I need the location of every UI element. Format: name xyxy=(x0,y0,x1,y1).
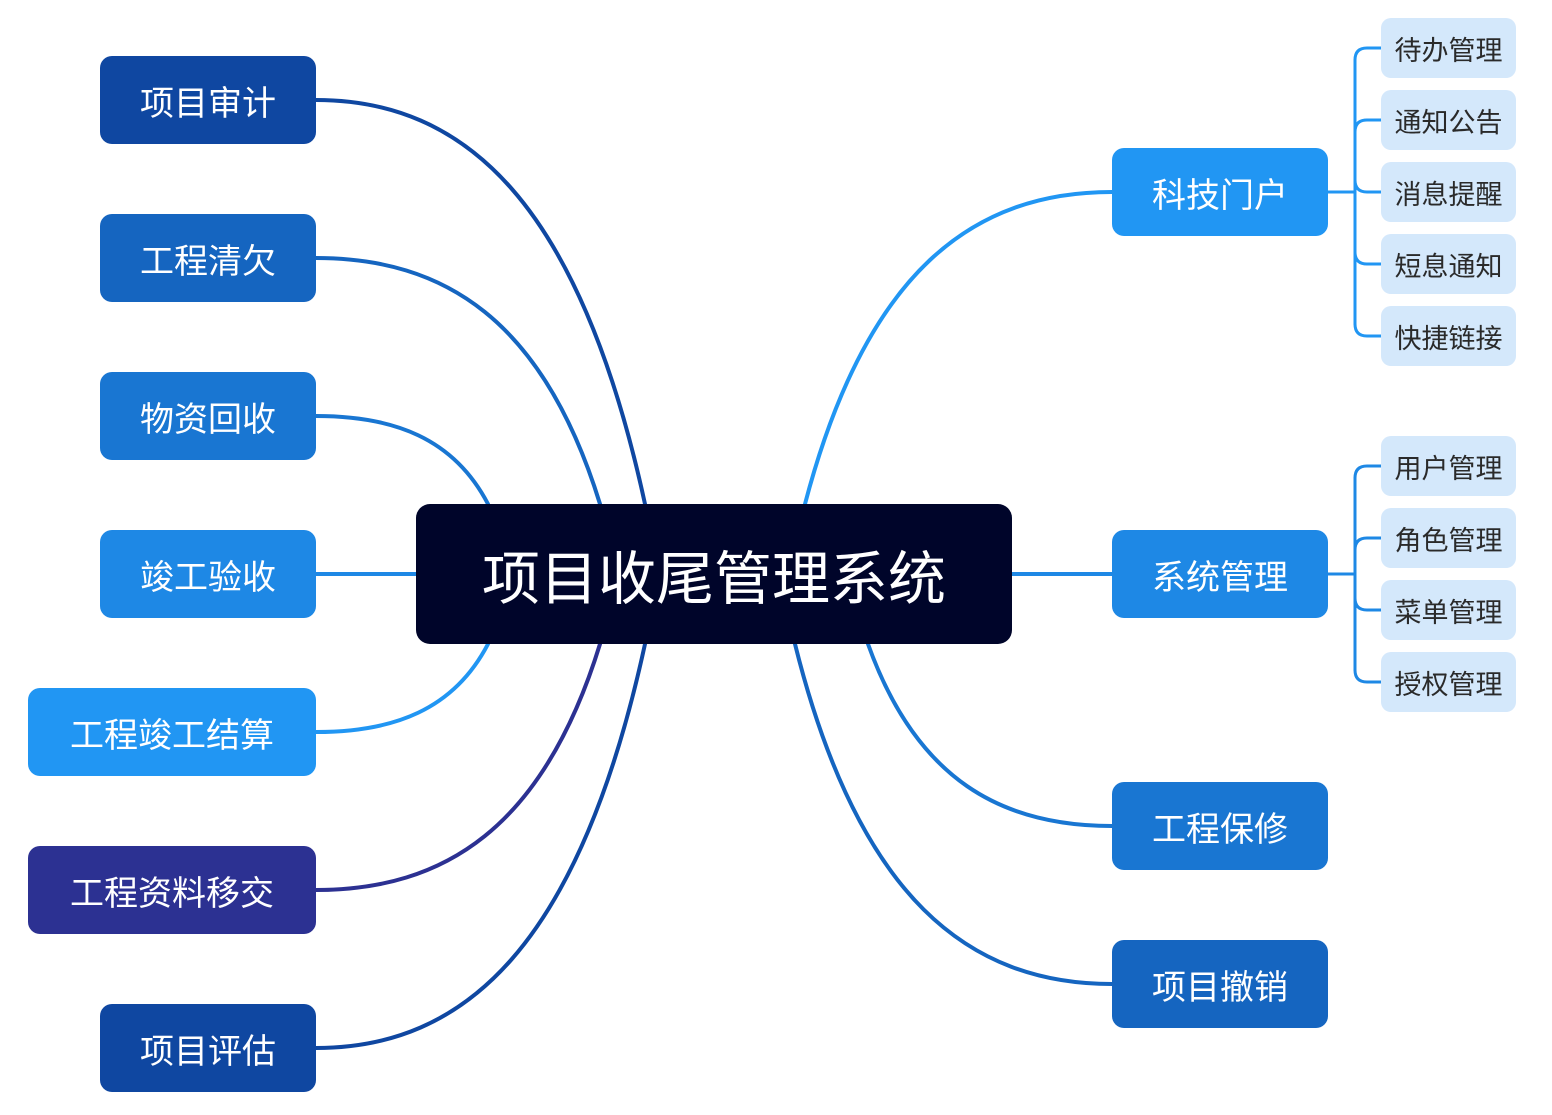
connector-left-0 xyxy=(314,98,647,506)
branch-document-handover[interactable]: 工程资料移交 xyxy=(28,846,316,934)
leaf-authorization-management[interactable]: 授权管理 xyxy=(1381,652,1516,712)
connector-leaf-0-2 xyxy=(1353,178,1383,194)
leaf-announcements[interactable]: 通知公告 xyxy=(1381,90,1516,150)
branch-tech-portal[interactable]: 科技门户 xyxy=(1112,148,1328,236)
connector-right-3 xyxy=(793,642,1114,986)
connector-leaf-0-3 xyxy=(1353,250,1383,266)
branch-completion-acceptance[interactable]: 竣工验收 xyxy=(100,530,316,618)
connector-leaf-0-4 xyxy=(1353,322,1383,338)
connector-left-2 xyxy=(314,414,490,506)
branch-warranty[interactable]: 工程保修 xyxy=(1112,782,1328,870)
branch-project-cancellation[interactable]: 项目撤销 xyxy=(1112,940,1328,1028)
leaf-sms-notification[interactable]: 短息通知 xyxy=(1381,234,1516,294)
central-topic: 项目收尾管理系统 xyxy=(416,504,1012,644)
connector-right-2 xyxy=(866,642,1114,828)
leaf-menu-management[interactable]: 菜单管理 xyxy=(1381,580,1516,640)
branch-debt-clearing[interactable]: 工程清欠 xyxy=(100,214,316,302)
branch-system-management[interactable]: 系统管理 xyxy=(1112,530,1328,618)
connector-right-0 xyxy=(803,190,1114,506)
branch-project-evaluation[interactable]: 项目评估 xyxy=(100,1004,316,1092)
branch-final-settlement[interactable]: 工程竣工结算 xyxy=(28,688,316,776)
connector-leaf-1-0 xyxy=(1353,464,1383,480)
connector-left-1 xyxy=(314,256,602,506)
connector-leaf-1-3 xyxy=(1353,668,1383,684)
branch-project-audit[interactable]: 项目审计 xyxy=(100,56,316,144)
connector-leaf-0-0 xyxy=(1353,46,1383,62)
leaf-message-reminders[interactable]: 消息提醒 xyxy=(1381,162,1516,222)
connector-leaf-1-1 xyxy=(1353,536,1383,552)
connector-leaf-0-1 xyxy=(1353,118,1383,134)
leaf-role-management[interactable]: 角色管理 xyxy=(1381,508,1516,568)
branch-material-recovery[interactable]: 物资回收 xyxy=(100,372,316,460)
connector-left-6 xyxy=(314,642,647,1050)
leaf-user-management[interactable]: 用户管理 xyxy=(1381,436,1516,496)
connector-left-4 xyxy=(314,642,490,734)
leaf-todo-management[interactable]: 待办管理 xyxy=(1381,18,1516,78)
connector-left-5 xyxy=(314,642,602,892)
leaf-quick-links[interactable]: 快捷链接 xyxy=(1381,306,1516,366)
connector-leaf-1-2 xyxy=(1353,596,1383,612)
